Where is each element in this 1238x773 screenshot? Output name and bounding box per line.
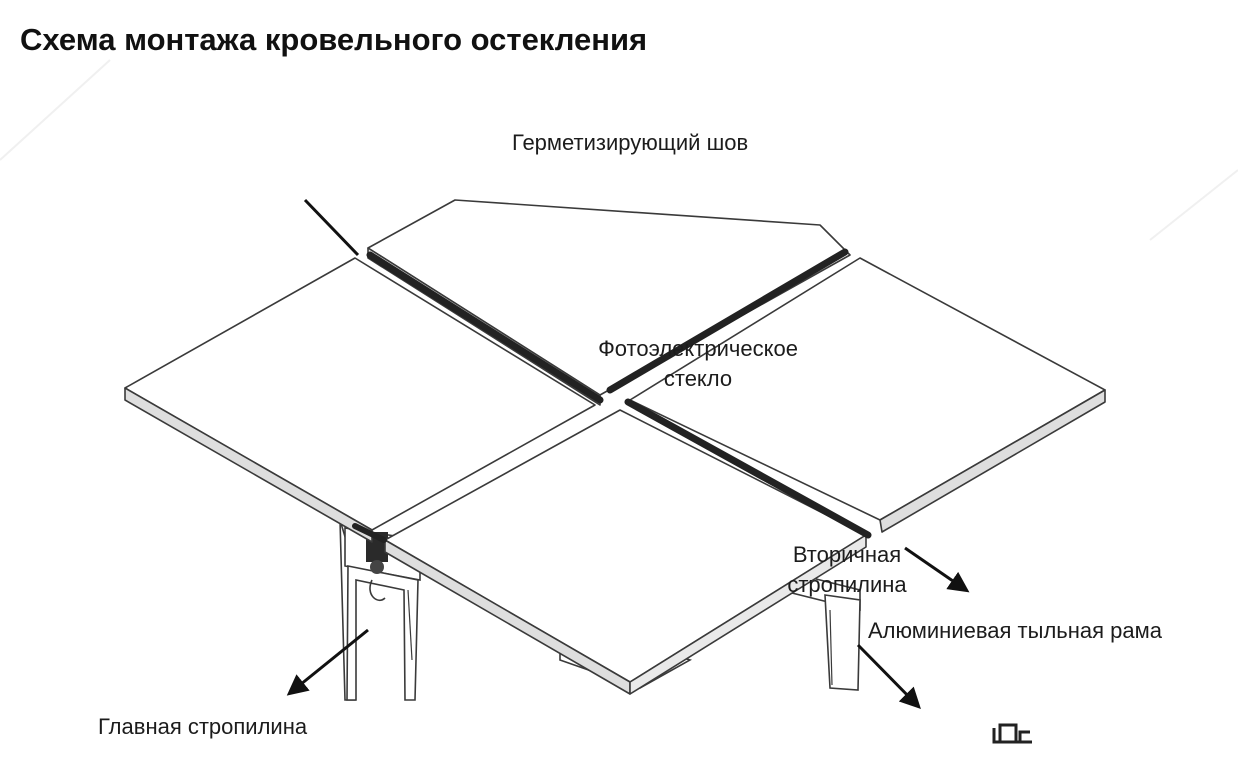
label-pv-glass: Фотоэлектрическое стекло bbox=[578, 334, 818, 394]
label-sealing-seam: Герметизирующий шов bbox=[512, 130, 749, 155]
page-title: Схема монтажа кровельного остекления bbox=[20, 22, 648, 57]
label-pv-glass-line-1: Фотоэлектрическое bbox=[598, 336, 798, 361]
label-main-rafter: Главная стропилина bbox=[98, 714, 308, 739]
arrow-secondary-rafter bbox=[904, 546, 970, 593]
arrow-aluminium-frame bbox=[856, 643, 921, 709]
arrow-sealing-seam bbox=[303, 198, 360, 257]
leader-arrows bbox=[286, 198, 970, 709]
label-pv-glass-line-2: стекло bbox=[663, 366, 733, 391]
arrow-main-rafter bbox=[286, 628, 369, 696]
label-secondary-rafter: Вторичная стропилина bbox=[772, 540, 922, 600]
sealing-seams bbox=[352, 248, 872, 543]
label-secondary-rafter-line-1: Вторичная bbox=[792, 542, 902, 567]
label-secondary-rafter-line-2: стропилина bbox=[787, 572, 907, 597]
background-strokes bbox=[0, 59, 1238, 241]
logo-mark-icon bbox=[992, 723, 1032, 744]
glass-panels bbox=[124, 199, 1106, 695]
label-aluminium-frame: Алюминиевая тыльная рама bbox=[868, 618, 1162, 643]
